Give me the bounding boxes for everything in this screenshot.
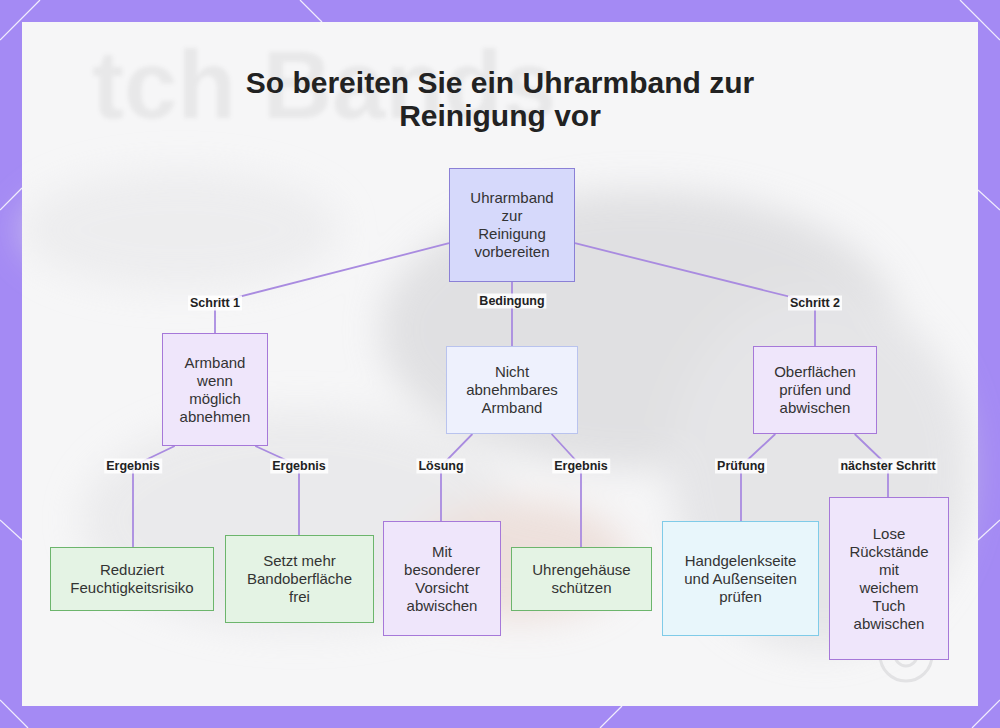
node-content: Uhrengehäuse schützen xyxy=(524,561,640,597)
condition-box: Nicht abnehmbares Armband xyxy=(446,346,578,434)
connector-line xyxy=(441,434,472,521)
edge-label: Ergebnis xyxy=(104,459,162,474)
connector-line xyxy=(741,434,775,521)
result-box: Reduziert Feuchtigkeitsrisiko xyxy=(50,547,214,611)
node-content: Setzt mehr Bandoberfläche frei xyxy=(244,552,356,606)
edge-label: Schritt 1 xyxy=(188,296,242,311)
node-content: Nicht abnehmbares Armband xyxy=(466,363,558,417)
node-content: Reduziert Feuchtigkeitsrisiko xyxy=(62,561,202,597)
result-box: Setzt mehr Bandoberfläche frei xyxy=(225,535,374,623)
node-content: Lose Rückstände mit weichem Tuch abwisch… xyxy=(848,525,930,633)
node-content: Uhrarmband zur Reinigung vorbereiten xyxy=(467,189,557,261)
node-label: Mit besonderer Vorsicht abwischen xyxy=(401,543,483,615)
node-content: Oberflächen prüfen und abwischen xyxy=(767,363,863,417)
node-content: Mit besonderer Vorsicht abwischen xyxy=(401,543,483,615)
edge-label: Ergebnis xyxy=(552,459,610,474)
connector-line xyxy=(552,434,581,547)
node-label: Armband wenn möglich abnehmen xyxy=(178,354,252,426)
connector-line xyxy=(215,243,449,333)
node-label: Uhrengehäuse schützen xyxy=(524,561,640,597)
node-label: Reduziert Feuchtigkeitsrisiko xyxy=(62,561,202,597)
connector-line xyxy=(511,282,513,346)
root-box: Uhrarmband zur Reinigung vorbereiten xyxy=(449,168,575,282)
node-label: Oberflächen prüfen und abwischen xyxy=(767,363,863,417)
connector-line xyxy=(575,243,815,346)
node-label: Lose Rückstände mit weichem Tuch abwisch… xyxy=(848,525,930,633)
edge-label: Prüfung xyxy=(715,459,767,474)
node-label: Setzt mehr Bandoberfläche frei xyxy=(244,552,356,606)
edge-label: nächster Schritt xyxy=(838,459,937,474)
check-box: Handgelenkseite und Außenseiten prüfen xyxy=(662,521,819,636)
step-box: Oberflächen prüfen und abwischen xyxy=(753,346,877,434)
node-label: Uhrarmband zur Reinigung vorbereiten xyxy=(467,189,557,261)
diagram-title: So bereiten Sie ein Uhrarmband zur Reini… xyxy=(230,66,770,132)
edge-label: Schritt 2 xyxy=(788,296,842,311)
node-content: Armband wenn möglich abnehmen xyxy=(178,354,252,426)
edge-label: Bedingung xyxy=(477,294,546,309)
result-box: Uhrengehäuse schützen xyxy=(511,547,652,611)
node-label: Nicht abnehmbares Armband xyxy=(466,363,558,417)
action-box: Lose Rückstände mit weichem Tuch abwisch… xyxy=(829,497,949,660)
node-label: Handgelenkseite und Außenseiten prüfen xyxy=(681,552,800,606)
step-box: Armband wenn möglich abnehmen xyxy=(162,333,268,446)
edge-label: Ergebnis xyxy=(270,459,328,474)
node-content: Handgelenkseite und Außenseiten prüfen xyxy=(681,552,800,606)
edge-label: Lösung xyxy=(416,459,465,474)
action-box: Mit besonderer Vorsicht abwischen xyxy=(383,521,501,636)
